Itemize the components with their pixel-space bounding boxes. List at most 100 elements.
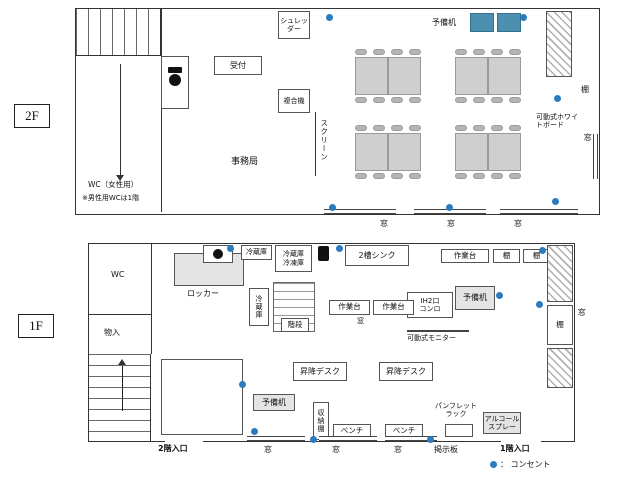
wall-line [161, 9, 162, 212]
lift-desk-box: 昇降デスク [293, 362, 347, 381]
outlet-dot [554, 95, 561, 102]
window-label: 窓 [357, 317, 364, 325]
chair [409, 173, 421, 179]
alcohol-line2: スプレー [488, 423, 516, 431]
tall-fridge-label: 冷蔵庫 [255, 295, 264, 319]
wall-line [89, 314, 151, 315]
small-fridge-box: 冷蔵庫 [241, 245, 272, 260]
chair [409, 97, 421, 103]
outlet-dot [536, 301, 543, 308]
tables [455, 133, 521, 171]
floor-1f-plan: WC 物入 ロッカー 冷蔵庫 冷蔵庫 冷凍庫 2槽シンク 作業台 棚 棚 棚 予… [88, 243, 575, 443]
chair [473, 49, 485, 55]
ih-stove-line1: IH2口 [420, 296, 440, 305]
toilet-icon [168, 67, 182, 86]
fridge-freezer-box: 冷蔵庫 冷凍庫 [275, 245, 312, 272]
pamphlet-line1: パンフレット [434, 402, 478, 410]
entrance-1f-label: 1階入口 [500, 444, 530, 453]
meeting-table-group [354, 125, 422, 179]
entrance-gap [501, 436, 541, 442]
entrance-2f-label: 2階入口 [158, 444, 188, 453]
wc-women-label: WC（女性用） [88, 180, 139, 189]
chair [373, 125, 385, 131]
chair-row [355, 125, 421, 131]
table [355, 57, 388, 95]
toilet-bowl-icon [169, 74, 181, 86]
chair [455, 97, 467, 103]
spare-desk-block [470, 13, 494, 32]
window-marker [319, 436, 377, 441]
storage-shelf-box: 収納棚 [313, 402, 329, 440]
outlet-dot [251, 428, 258, 435]
copier-box: 複合機 [278, 89, 310, 113]
chair [391, 125, 403, 131]
kettle-box [203, 245, 233, 263]
alcohol-spray-box: アルコール スプレー [483, 412, 521, 434]
chair [455, 125, 467, 131]
shelf-label: 棚 [581, 85, 589, 94]
window-label: 窓 [264, 445, 272, 454]
screen-line [315, 112, 316, 176]
chair [509, 125, 521, 131]
reception-desk: 受付 [214, 56, 262, 75]
chair-row [355, 49, 421, 55]
table [388, 133, 421, 171]
spare-desk-box: 予備机 [455, 286, 495, 310]
shelf-hatch [547, 245, 573, 302]
stairs-2f [76, 9, 161, 56]
kettle-icon [213, 249, 223, 259]
outlet-dot-legend [490, 461, 497, 468]
window-label: 窓 [380, 219, 388, 228]
wc-note-label: ※男性用WCは1階 [82, 194, 140, 202]
arrow-down-icon [116, 175, 124, 181]
storage-room-label: 物入 [104, 328, 120, 337]
spare-desk-box: 予備机 [253, 394, 295, 411]
chair-row [455, 125, 521, 131]
chair [355, 173, 367, 179]
locker-label: ロッカー [187, 289, 219, 298]
table [355, 133, 388, 171]
window-marker [500, 209, 578, 214]
chair [409, 49, 421, 55]
chair [409, 125, 421, 131]
chair [373, 173, 385, 179]
chair [509, 97, 521, 103]
spare-desk-label: 予備机 [432, 18, 456, 27]
chair-row [355, 173, 421, 179]
shelf-box: 棚 [547, 305, 573, 345]
tables [355, 57, 421, 95]
table [488, 57, 521, 95]
floor-1f-tag: 1F [18, 314, 54, 338]
toilet-cubicle [161, 56, 189, 109]
alcohol-line1: アルコール [484, 414, 520, 423]
legend: ： コンセント [490, 459, 551, 470]
outlet-dot [446, 204, 453, 211]
chair [491, 125, 503, 131]
outlet-dot [520, 14, 527, 21]
window-marker [385, 436, 437, 441]
coffee-maker-icon [318, 246, 329, 261]
chair-row [455, 173, 521, 179]
wall-line [151, 244, 152, 354]
window-label: 窓 [583, 133, 593, 142]
floor-2f-tag: 2F [14, 104, 50, 128]
chair [473, 97, 485, 103]
chair [391, 49, 403, 55]
window-marker [324, 209, 396, 214]
table [455, 133, 488, 171]
window-label: 窓 [577, 308, 587, 317]
meeting-table-group [354, 49, 422, 103]
shelf-hatch [546, 11, 572, 77]
worktable-box: 作業台 [441, 249, 489, 263]
window-label: 窓 [447, 219, 455, 228]
chair [391, 97, 403, 103]
outlet-dot [539, 247, 546, 254]
chair [491, 173, 503, 179]
spare-desk-block [497, 13, 521, 32]
fridge-label: 冷蔵庫 [283, 250, 304, 259]
outlet-dot [326, 14, 333, 21]
chair-row [455, 49, 521, 55]
stair-direction-line [120, 64, 121, 176]
worktable-box: 作業台 [373, 300, 414, 315]
